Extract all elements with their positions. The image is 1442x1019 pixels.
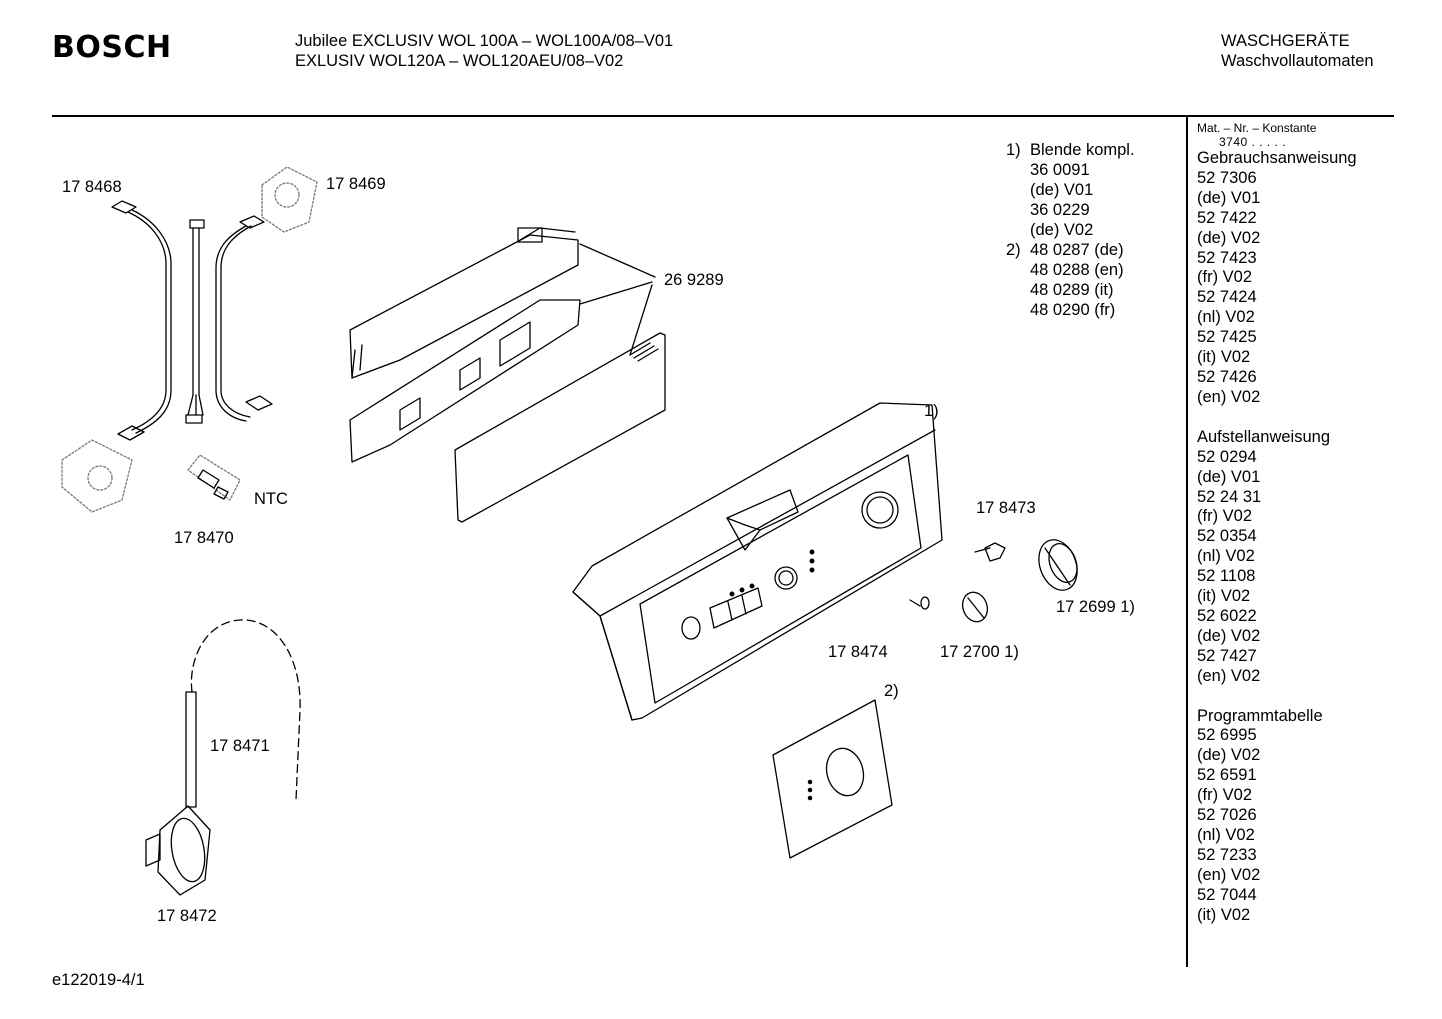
- sidebar-entry: 52 7306: [1197, 168, 1257, 187]
- sidebar-entry: 52 24 31: [1197, 487, 1262, 506]
- sidebar-entry: 52 7424: [1197, 288, 1257, 307]
- label-plate-drawing: [772, 699, 893, 859]
- sidebar-divider: [1186, 117, 1188, 967]
- label-178469: 17 8469: [326, 175, 386, 193]
- sidebar-entry: 52 0354: [1197, 527, 1257, 546]
- sidebar-entry: (nl) V02: [1197, 308, 1255, 327]
- label-ref-2: 2): [884, 682, 899, 700]
- sidebar-entry: (en) V02: [1197, 865, 1261, 884]
- sidebar-entry: (fr) V02: [1197, 786, 1253, 805]
- category-line-1: WASCHGERÄTE: [1221, 32, 1350, 50]
- sidebar-entry: (de) V02: [1197, 626, 1261, 645]
- sidebar-entry: (fr) V02: [1197, 507, 1253, 526]
- label-178468: 17 8468: [62, 178, 122, 196]
- sidebar-entry: (en) V02: [1197, 387, 1261, 406]
- appliance-category: WASCHGERÄTE Waschvollautomaten: [1221, 31, 1374, 71]
- label-172699: 17 2699 1): [1056, 598, 1135, 616]
- drawing-id: e122019-4/1: [52, 971, 145, 989]
- section-title-aufstell: Aufstellanweisung: [1197, 427, 1330, 446]
- sidebar-entry: 52 7044: [1197, 885, 1257, 904]
- sidebar-entry: 52 6995: [1197, 726, 1257, 745]
- sidebar-entry: (fr) V02: [1197, 268, 1253, 287]
- label-ref-1: 1): [924, 402, 939, 420]
- pressure-switch-drawing: [145, 619, 301, 896]
- sidebar-entry: (nl) V02: [1197, 826, 1255, 844]
- label-178473: 17 8473: [976, 499, 1036, 517]
- sidebar-entry: 52 7427: [1197, 646, 1257, 665]
- sidebar-entry: (it) V02: [1197, 905, 1251, 924]
- sidebar-entry: 52 6591: [1197, 766, 1257, 785]
- category-line-2: Waschvollautomaten: [1221, 52, 1374, 70]
- sidebar-entry: (de) V02: [1197, 746, 1261, 765]
- label-178474: 17 8474: [828, 643, 888, 661]
- label-178472: 17 8472: [157, 907, 217, 925]
- sidebar-entry: 52 7426: [1197, 367, 1257, 386]
- sidebar-entry: (en) V02: [1197, 666, 1261, 685]
- section-title-programm: Programmtabelle: [1197, 706, 1323, 725]
- sidebar-entry: 52 0294: [1197, 447, 1257, 466]
- sidebar-entry: 52 7233: [1197, 845, 1257, 864]
- sidebar-entry: (de) V01: [1197, 467, 1261, 486]
- sidebar-entry: 52 7026: [1197, 806, 1257, 825]
- model-line-2: EXLUSIV WOL120A – WOL120AEU/08–V02: [295, 52, 624, 70]
- label-269289: 26 9289: [664, 271, 724, 289]
- sidebar-entry: (it) V02: [1197, 587, 1251, 606]
- knob-drawing: [909, 539, 1078, 623]
- model-designation: Jubilee EXCLUSIV WOL 100A – WOL100A/08–V…: [295, 31, 673, 71]
- sidebar-entry: 52 7423: [1197, 248, 1257, 267]
- sidebar-entry: 52 1108: [1197, 567, 1256, 586]
- fascia-panel-drawing: [572, 402, 943, 721]
- sidebar-constant: 3740 . . . . .: [1219, 135, 1287, 149]
- brand-logo: BOSCH: [52, 30, 172, 65]
- model-line-1: Jubilee EXCLUSIV WOL 100A – WOL100A/08–V…: [295, 32, 674, 50]
- label-ntc: NTC: [254, 490, 288, 508]
- sidebar-entry: (nl) V02: [1197, 547, 1255, 566]
- sidebar-entry: 52 7422: [1197, 208, 1257, 227]
- sidebar-entry: 52 7425: [1197, 328, 1257, 347]
- document-sidebar: Mat. – Nr. – Konstante 3740 . . . . . Ge…: [1197, 121, 1357, 926]
- control-module-drawing: [349, 227, 666, 523]
- sidebar-entry: (it) V02: [1197, 348, 1251, 367]
- label-172700: 17 2700 1): [940, 643, 1019, 661]
- section-title-gebrauch: Gebrauchsanweisung: [1197, 149, 1357, 167]
- label-178470: 17 8470: [174, 529, 234, 547]
- header-divider: [52, 115, 1394, 117]
- ntc-sensor-drawing: [187, 454, 241, 501]
- sidebar-entry: 52 6022: [1197, 606, 1257, 625]
- label-178471: 17 8471: [210, 737, 270, 755]
- sidebar-entry: (de) V01: [1197, 188, 1261, 207]
- sidebar-header: Mat. – Nr. – Konstante: [1197, 121, 1317, 135]
- ghost-connector-drawing: [61, 166, 318, 513]
- cable-harness-drawing: [111, 200, 273, 441]
- sidebar-entry: (de) V02: [1197, 228, 1261, 247]
